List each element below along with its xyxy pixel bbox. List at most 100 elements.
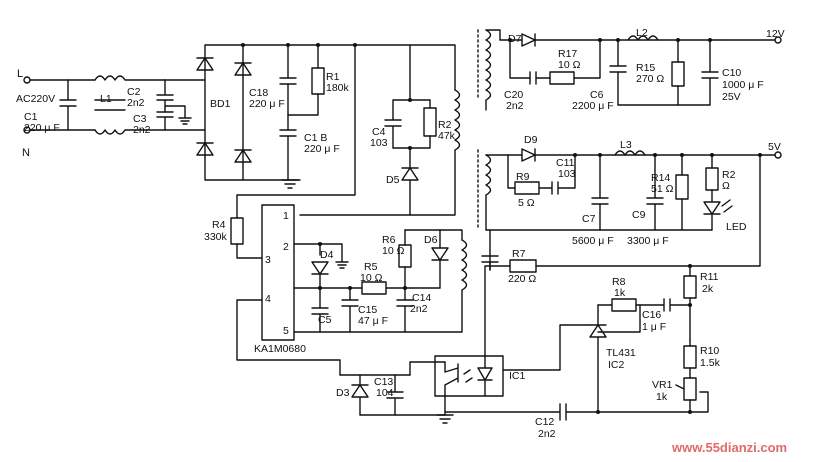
label-r17-value: 10 Ω	[558, 59, 581, 71]
label-r4-value: 330k	[204, 231, 228, 243]
label-r11-ref: R11	[700, 271, 719, 283]
label-l1-ref: L1	[100, 93, 112, 105]
label-r2-ref: R2	[438, 119, 452, 131]
ic-ka1m0680-body	[261, 204, 295, 341]
bridge-bd1	[196, 43, 357, 189]
label-d6: D6	[424, 234, 438, 246]
label-r10-value: 1.5k	[700, 357, 721, 369]
label-c13-ref: C13	[374, 376, 393, 388]
label-r1-ref: R1	[326, 71, 340, 83]
label-c15-value: 47 μ F	[358, 315, 388, 327]
label-c2-ref: C2	[127, 86, 141, 98]
label-terminal-l: L	[17, 68, 23, 80]
terminal-12v	[774, 36, 782, 44]
label-vr1-value: 1k	[656, 391, 668, 403]
label-r7-ref: R7	[512, 248, 526, 260]
ic-pin-4: 4	[265, 293, 271, 305]
label-r7-value: 220 Ω	[508, 273, 536, 285]
label-c20-ref: C20	[504, 89, 523, 101]
label-output-12v: 12V	[766, 28, 785, 40]
terminal-l	[23, 76, 31, 84]
label-d5: D5	[386, 174, 400, 186]
label-l3: L3	[620, 139, 632, 151]
optocoupler-ic1	[434, 355, 504, 397]
label-c11-ref: C11	[556, 157, 575, 169]
ic-ka1m0680: 1 2 3 4 5 KA1M0680	[230, 204, 468, 376]
label-r17-ref: R17	[558, 48, 577, 60]
secondary-5v	[477, 148, 782, 231]
label-c19-value: 220 μ F	[304, 143, 340, 155]
label-c9-ref: C9	[632, 209, 646, 221]
label-d9: D9	[524, 134, 538, 146]
label-r3-ref: R2	[722, 169, 736, 181]
label-c13-value: 104	[376, 387, 394, 399]
label-l2: L2	[636, 27, 648, 39]
label-c3-ref: C3	[133, 113, 147, 125]
ic-pin-1: 1	[283, 210, 289, 222]
label-c16-ref: C16	[642, 309, 661, 321]
label-c2-value: 2n2	[127, 97, 145, 109]
label-ic1: IC1	[509, 370, 526, 382]
label-c11-value: 103	[558, 168, 576, 180]
secondary-12v	[477, 29, 782, 111]
label-d4: D4	[320, 249, 334, 261]
label-d7: D7	[508, 33, 522, 45]
label-r1-value: 180k	[326, 82, 350, 94]
label-c14-value: 2n2	[410, 303, 428, 315]
label-r8-value: 1k	[614, 287, 626, 299]
label-c12-value: 2n2	[538, 428, 556, 440]
label-tl431-ic: IC2	[608, 359, 625, 371]
label-r9-ref: R9	[516, 171, 530, 183]
ic-pin-5: 5	[283, 325, 289, 337]
labels: L AC220V N 12V 5V IC1 C1 220 μ F L1 C2 2…	[16, 27, 787, 455]
label-bd1: BD1	[210, 98, 231, 110]
label-c18-ref: C18	[249, 87, 268, 99]
label-c6-value: 2200 μ F	[572, 100, 614, 112]
label-c4-ref: C4	[372, 126, 386, 138]
feedback-primary	[339, 355, 504, 424]
label-r8-ref: R8	[612, 276, 626, 288]
label-terminal-n: N	[22, 147, 30, 159]
label-c1-ref: C1	[24, 111, 38, 123]
label-c18-value: 220 μ F	[249, 98, 285, 110]
label-r5-ref: R5	[364, 261, 378, 273]
label-r3-value: Ω	[722, 180, 730, 192]
ic-pin-3: 3	[265, 254, 271, 266]
label-r5-value: 10 Ω	[360, 272, 383, 284]
label-r4-ref: R4	[212, 219, 226, 231]
label-r14-ref: R14	[651, 172, 670, 184]
label-r14-value: 51 Ω	[651, 183, 674, 195]
label-c10-voltage: 25V	[722, 91, 741, 103]
label-r10-ref: R10	[700, 345, 719, 357]
label-r11-value: 2k	[702, 283, 714, 295]
input-section	[23, 75, 206, 135]
primary-snubber	[236, 44, 461, 219]
label-c12-ref: C12	[535, 416, 554, 428]
feedback-secondary	[444, 154, 761, 421]
label-c4-value: 103	[370, 137, 388, 149]
label-c1-value: 220 μ F	[24, 122, 60, 134]
label-c7-value: 5600 μ F	[572, 235, 614, 247]
label-r15-ref: R15	[636, 62, 655, 74]
label-vr1-ref: VR1	[652, 379, 673, 391]
label-c20-value: 2n2	[506, 100, 524, 112]
label-c9-value: 3300 μ F	[627, 235, 669, 247]
label-c3-value: 2n2	[133, 124, 151, 136]
label-c10-ref: C10	[722, 67, 741, 79]
terminal-5v	[774, 151, 782, 159]
label-r6-ref: R6	[382, 234, 396, 246]
label-d3: D3	[336, 387, 350, 399]
ic-pin-2: 2	[283, 241, 289, 253]
label-c19-ref: C1 B	[304, 132, 327, 144]
label-c6-ref: C6	[590, 89, 604, 101]
label-tl431-ref: TL431	[606, 347, 636, 359]
label-r2-value: 47k	[438, 130, 456, 142]
label-r9-value: 5 Ω	[518, 197, 535, 209]
label-c14-ref: C14	[412, 292, 431, 304]
label-c10-value: 1000 μ F	[722, 79, 764, 91]
label-c7-ref: C7	[582, 213, 596, 225]
watermark: www.55dianzi.com	[671, 440, 787, 455]
label-r15-value: 270 Ω	[636, 73, 664, 85]
label-c16-value: 1 μ F	[642, 321, 666, 333]
label-c15-ref: C15	[358, 304, 377, 316]
